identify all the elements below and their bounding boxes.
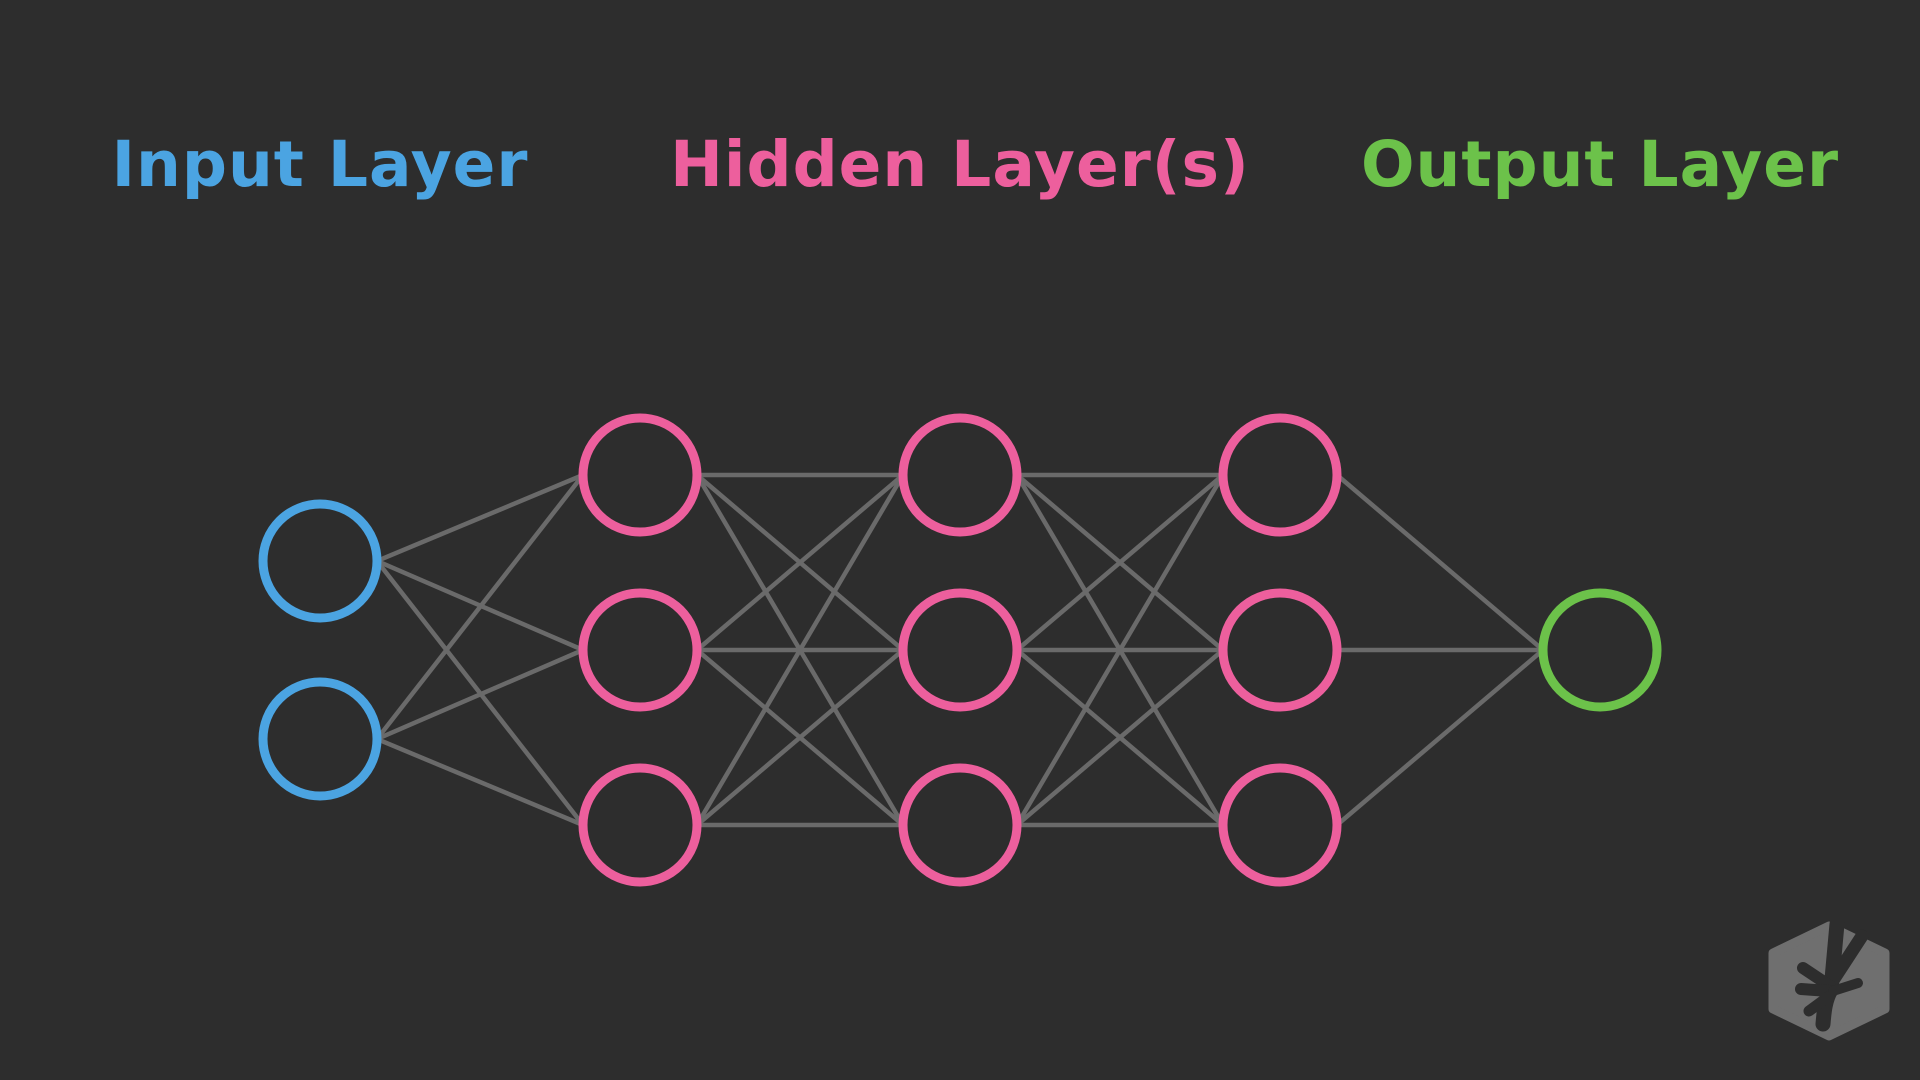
edge-input-layer-to-hidden-layer-1 [376,647,584,742]
edge-hidden-layer-1-to-hidden-layer-2 [695,473,905,827]
edge-hidden-layer-2-to-hidden-layer-3 [1015,648,1225,827]
input-layer-node-1 [258,499,382,623]
edge-hidden-layer-3-to-output-layer [1335,648,1545,827]
hidden-layer-label: Hidden Layer(s) [670,128,1250,201]
output-layer-label: Output Layer [1360,128,1840,201]
edge-input-layer-to-hidden-layer-1 [376,736,584,828]
hidden-layer-1-node-1 [578,413,702,537]
hidden-layer-3-node-1 [1218,413,1342,537]
treehouse-logo [1768,920,1890,1041]
edge-input-layer-to-hidden-layer-1 [375,473,585,741]
hidden-layer-3-node-3 [1218,763,1342,887]
edge-hidden-layer-3-to-output-layer [1335,473,1545,652]
input-layer-label: Input Layer [111,128,529,201]
edge-hidden-layer-1-to-hidden-layer-2 [695,473,905,652]
input-layer-node-2 [258,677,382,801]
hidden-layer-3-node-2 [1218,588,1342,712]
hidden-layer-2-node-1 [898,413,1022,537]
hidden-layer-2-node-3 [898,763,1022,887]
hidden-layer-2-node-2 [898,588,1022,712]
edge-input-layer-to-hidden-layer-1 [376,472,584,564]
edge-hidden-layer-2-to-hidden-layer-3 [1015,473,1225,827]
edge-hidden-layer-1-to-hidden-layer-2 [695,648,905,827]
hidden-layer-1-node-3 [578,763,702,887]
logo-branch-cutout [1795,920,1869,1032]
edge-hidden-layer-2-to-hidden-layer-3 [1015,473,1225,652]
hidden-layer-1-node-2 [578,588,702,712]
output-layer-node-1 [1538,588,1662,712]
